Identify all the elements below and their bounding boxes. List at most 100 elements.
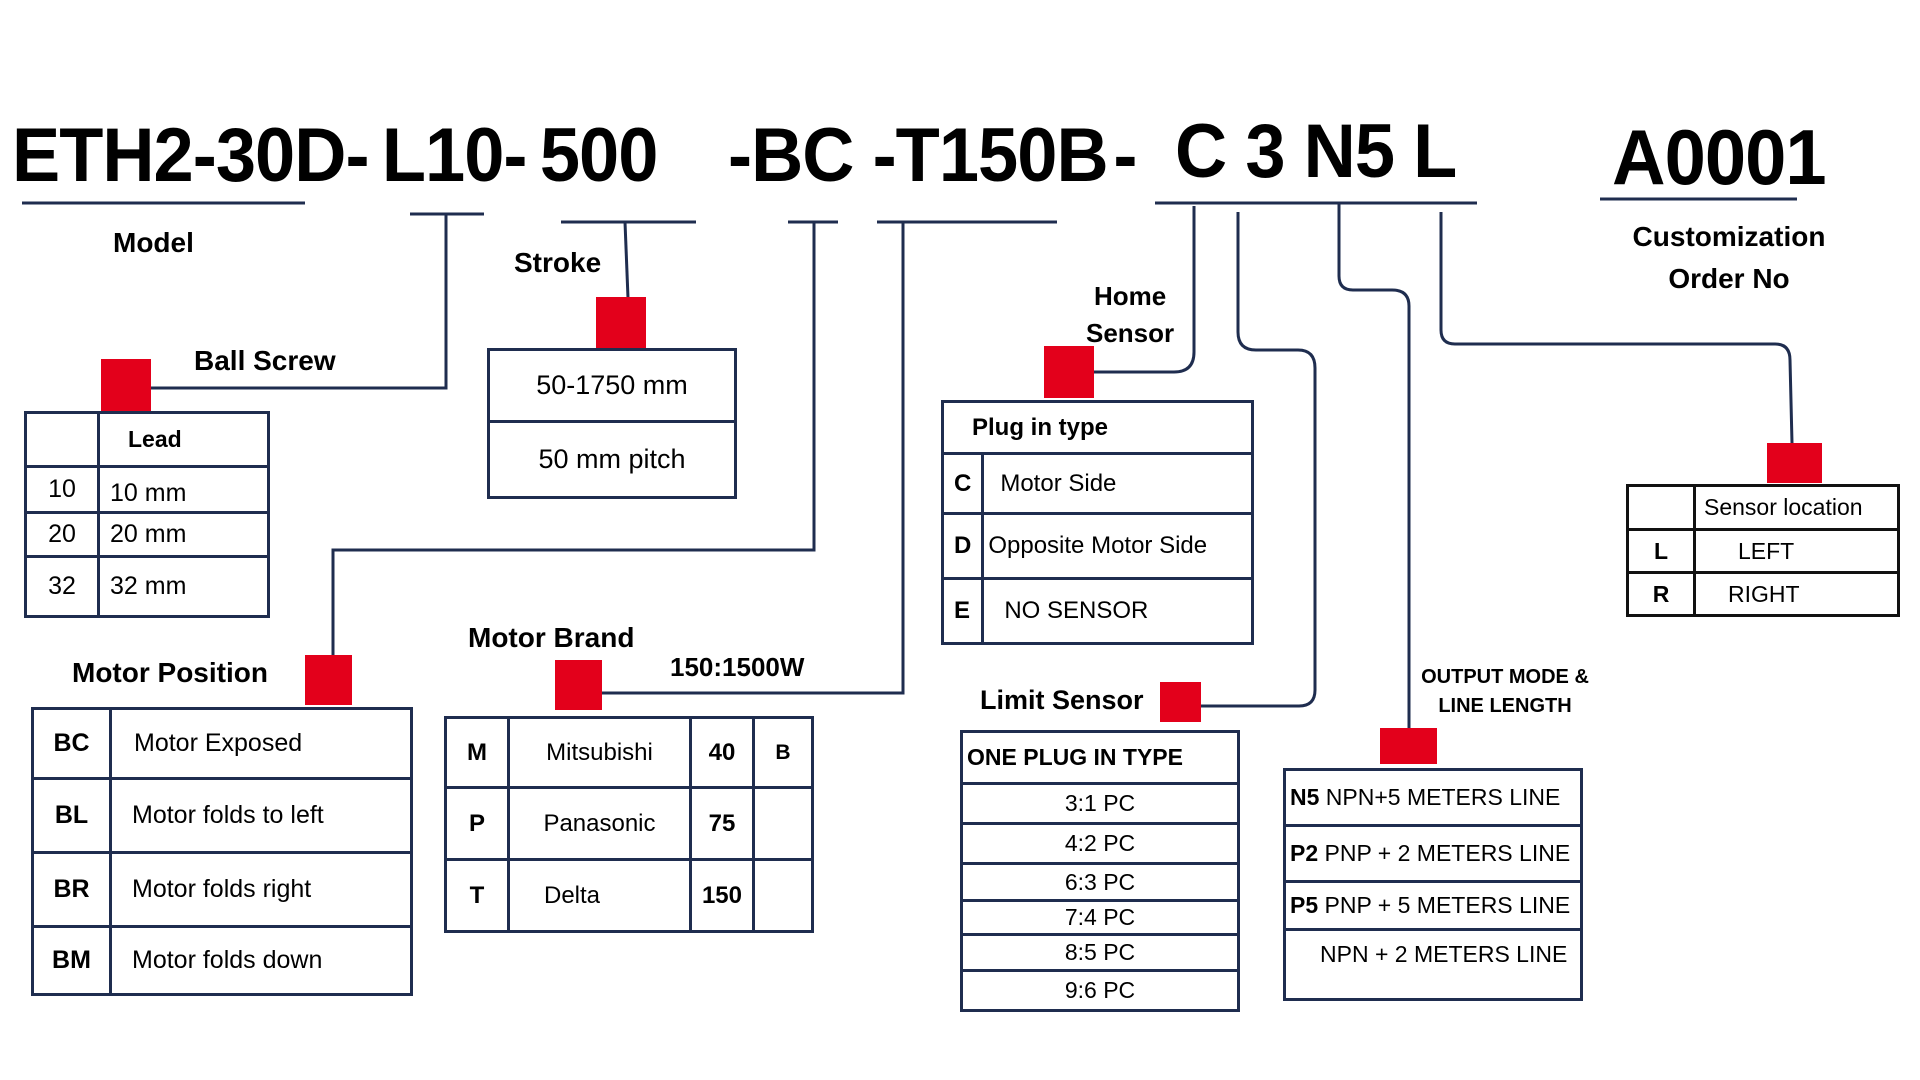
model-label: Model [113,227,194,258]
output-mode-option: NPN+5 METERS LINE [1325,784,1561,810]
output-mode-label: OUTPUT MODE & LINE LENGTH [1410,663,1600,721]
home-sensor-option: NO SENSOR [981,577,1254,645]
motor-position-option: Motor folds right [109,851,413,928]
sensor-location-header: Sensor location [1693,484,1900,531]
stroke-table: 50-1750 mm 50 mm pitch [487,348,737,499]
motor-brand-code: T [444,858,510,933]
output-mode-code: P2 [1290,840,1319,866]
motor-brand-marker [555,660,602,710]
output-mode-row: P2 PNP + 2 METERS LINE [1282,824,1584,883]
motor-brand-brake [752,858,814,933]
motor-position-option: Motor folds down [109,925,413,996]
motor-brand-size: 40 [688,716,756,789]
motor-brand-label: Motor Brand [468,622,635,653]
limit-sensor-option: 7:4 PC [960,899,1240,936]
home-sensor-marker [1044,346,1094,398]
home-sensor-label-line2: Sensor [1086,318,1175,348]
motor-brand-name: Delta [507,858,692,933]
sensor-location-code: L [1626,528,1696,574]
customization-label-line1: Customization [1632,221,1826,252]
limit-sensor-option: 4:2 PC [960,822,1240,865]
customization-label-line2: Order No [1668,263,1790,294]
sensor-location-option: RIGHT [1693,571,1900,617]
motor-brand-size: 150 [688,858,756,933]
motor-position-code: BC [31,707,112,780]
code-stroke: 500 [539,113,659,198]
code-output-mode: N5 [1303,109,1395,194]
stroke-pitch: 50 mm pitch [487,420,737,499]
code-motor-brand: -T150B [872,113,1109,198]
ball-screw-code: 20 [24,511,100,558]
motor-brand-code: P [444,786,510,861]
output-mode-row: NPN + 2 METERS LINE [1282,928,1584,1001]
output-mode-table: N5 NPN+5 METERS LINE P2 PNP + 2 METERS L… [1282,768,1584,1001]
motor-position-label: Motor Position [72,657,268,688]
home-sensor-label-line1: Home [1093,281,1167,311]
motor-brand-brake [752,786,814,861]
ball-screw-label: Ball Screw [194,345,336,376]
code-home-sensor: C [1175,109,1227,194]
limit-sensor-option: 3:1 PC [960,782,1240,825]
code-dash: - [1113,113,1137,198]
motor-brand-name: Panasonic [507,786,692,861]
output-mode-row: P5 PNP + 5 METERS LINE [1282,880,1584,931]
ball-screw-value: 32 mm [97,555,270,618]
output-mode-label-line1: OUTPUT MODE & [1421,666,1589,688]
home-sensor-option: Motor Side [981,452,1254,515]
motor-position-code: BM [31,925,112,996]
output-mode-row: N5 NPN+5 METERS LINE [1282,768,1584,827]
motor-brand-name: Mitsubishi [507,716,692,789]
home-sensor-code: E [940,577,985,645]
output-mode-code: N5 [1290,784,1320,810]
home-sensor-label: Home Sensor [1086,278,1174,352]
limit-sensor-option: 8:5 PC [960,933,1240,972]
code-model: ETH2-30D- [12,113,369,198]
motor-power-label: 150:1500W [670,652,805,682]
code-lead: L10- [381,113,528,198]
motor-position-option: Motor Exposed [109,707,413,780]
limit-sensor-option: 6:3 PC [960,862,1240,902]
motor-position-code: BR [31,851,112,928]
output-mode-option: NPN + 2 METERS LINE [1320,941,1568,967]
part-number-code: ETH2-30D-L10-500 [12,118,658,194]
ball-screw-value: 10 mm [97,465,270,514]
output-mode-option: PNP + 2 METERS LINE [1324,840,1571,866]
code-motor-position: -BC [728,113,854,198]
part-number-code-3: C 3 N5 L [1175,114,1457,190]
stroke-connector [623,221,630,299]
ball-screw-code: 10 [24,465,100,514]
motor-position-marker [305,655,352,705]
ball-screw-marker [101,359,151,411]
output-mode-label-line2: LINE LENGTH [1438,695,1572,717]
output-mode-marker [1380,728,1437,764]
output-mode-code: P5 [1290,892,1319,918]
code-sensor-location: L [1413,109,1457,194]
sensor-location-header-code [1626,484,1696,531]
code-limit-sensor: 3 [1245,109,1285,194]
sensor-location-option: LEFT [1693,528,1900,574]
output-mode-connector [1337,203,1411,735]
home-sensor-code: C [940,452,985,515]
sensor-location-code: R [1626,571,1696,617]
limit-sensor-marker [1160,682,1201,722]
motor-position-option: Motor folds to left [109,777,413,854]
ball-screw-header: Lead [97,411,270,468]
home-sensor-header: Plug in type [941,400,1254,455]
motor-brand-size: 75 [688,786,756,861]
home-sensor-code: D [940,512,985,580]
sensor-location-marker [1767,443,1822,483]
customization-label: Customization Order No [1610,216,1848,300]
ball-screw-value: 20 mm [97,511,270,558]
motor-brand-brake: B [752,716,814,789]
limit-sensor-header: ONE PLUG IN TYPE [960,730,1240,785]
limit-sensor-table: ONE PLUG IN TYPE 3:1 PC 4:2 PC 6:3 PC 7:… [960,730,1240,1012]
stroke-marker [596,297,646,349]
stroke-range: 50-1750 mm [487,348,737,423]
limit-sensor-label: Limit Sensor [980,685,1144,715]
ball-screw-code: 32 [24,555,100,618]
